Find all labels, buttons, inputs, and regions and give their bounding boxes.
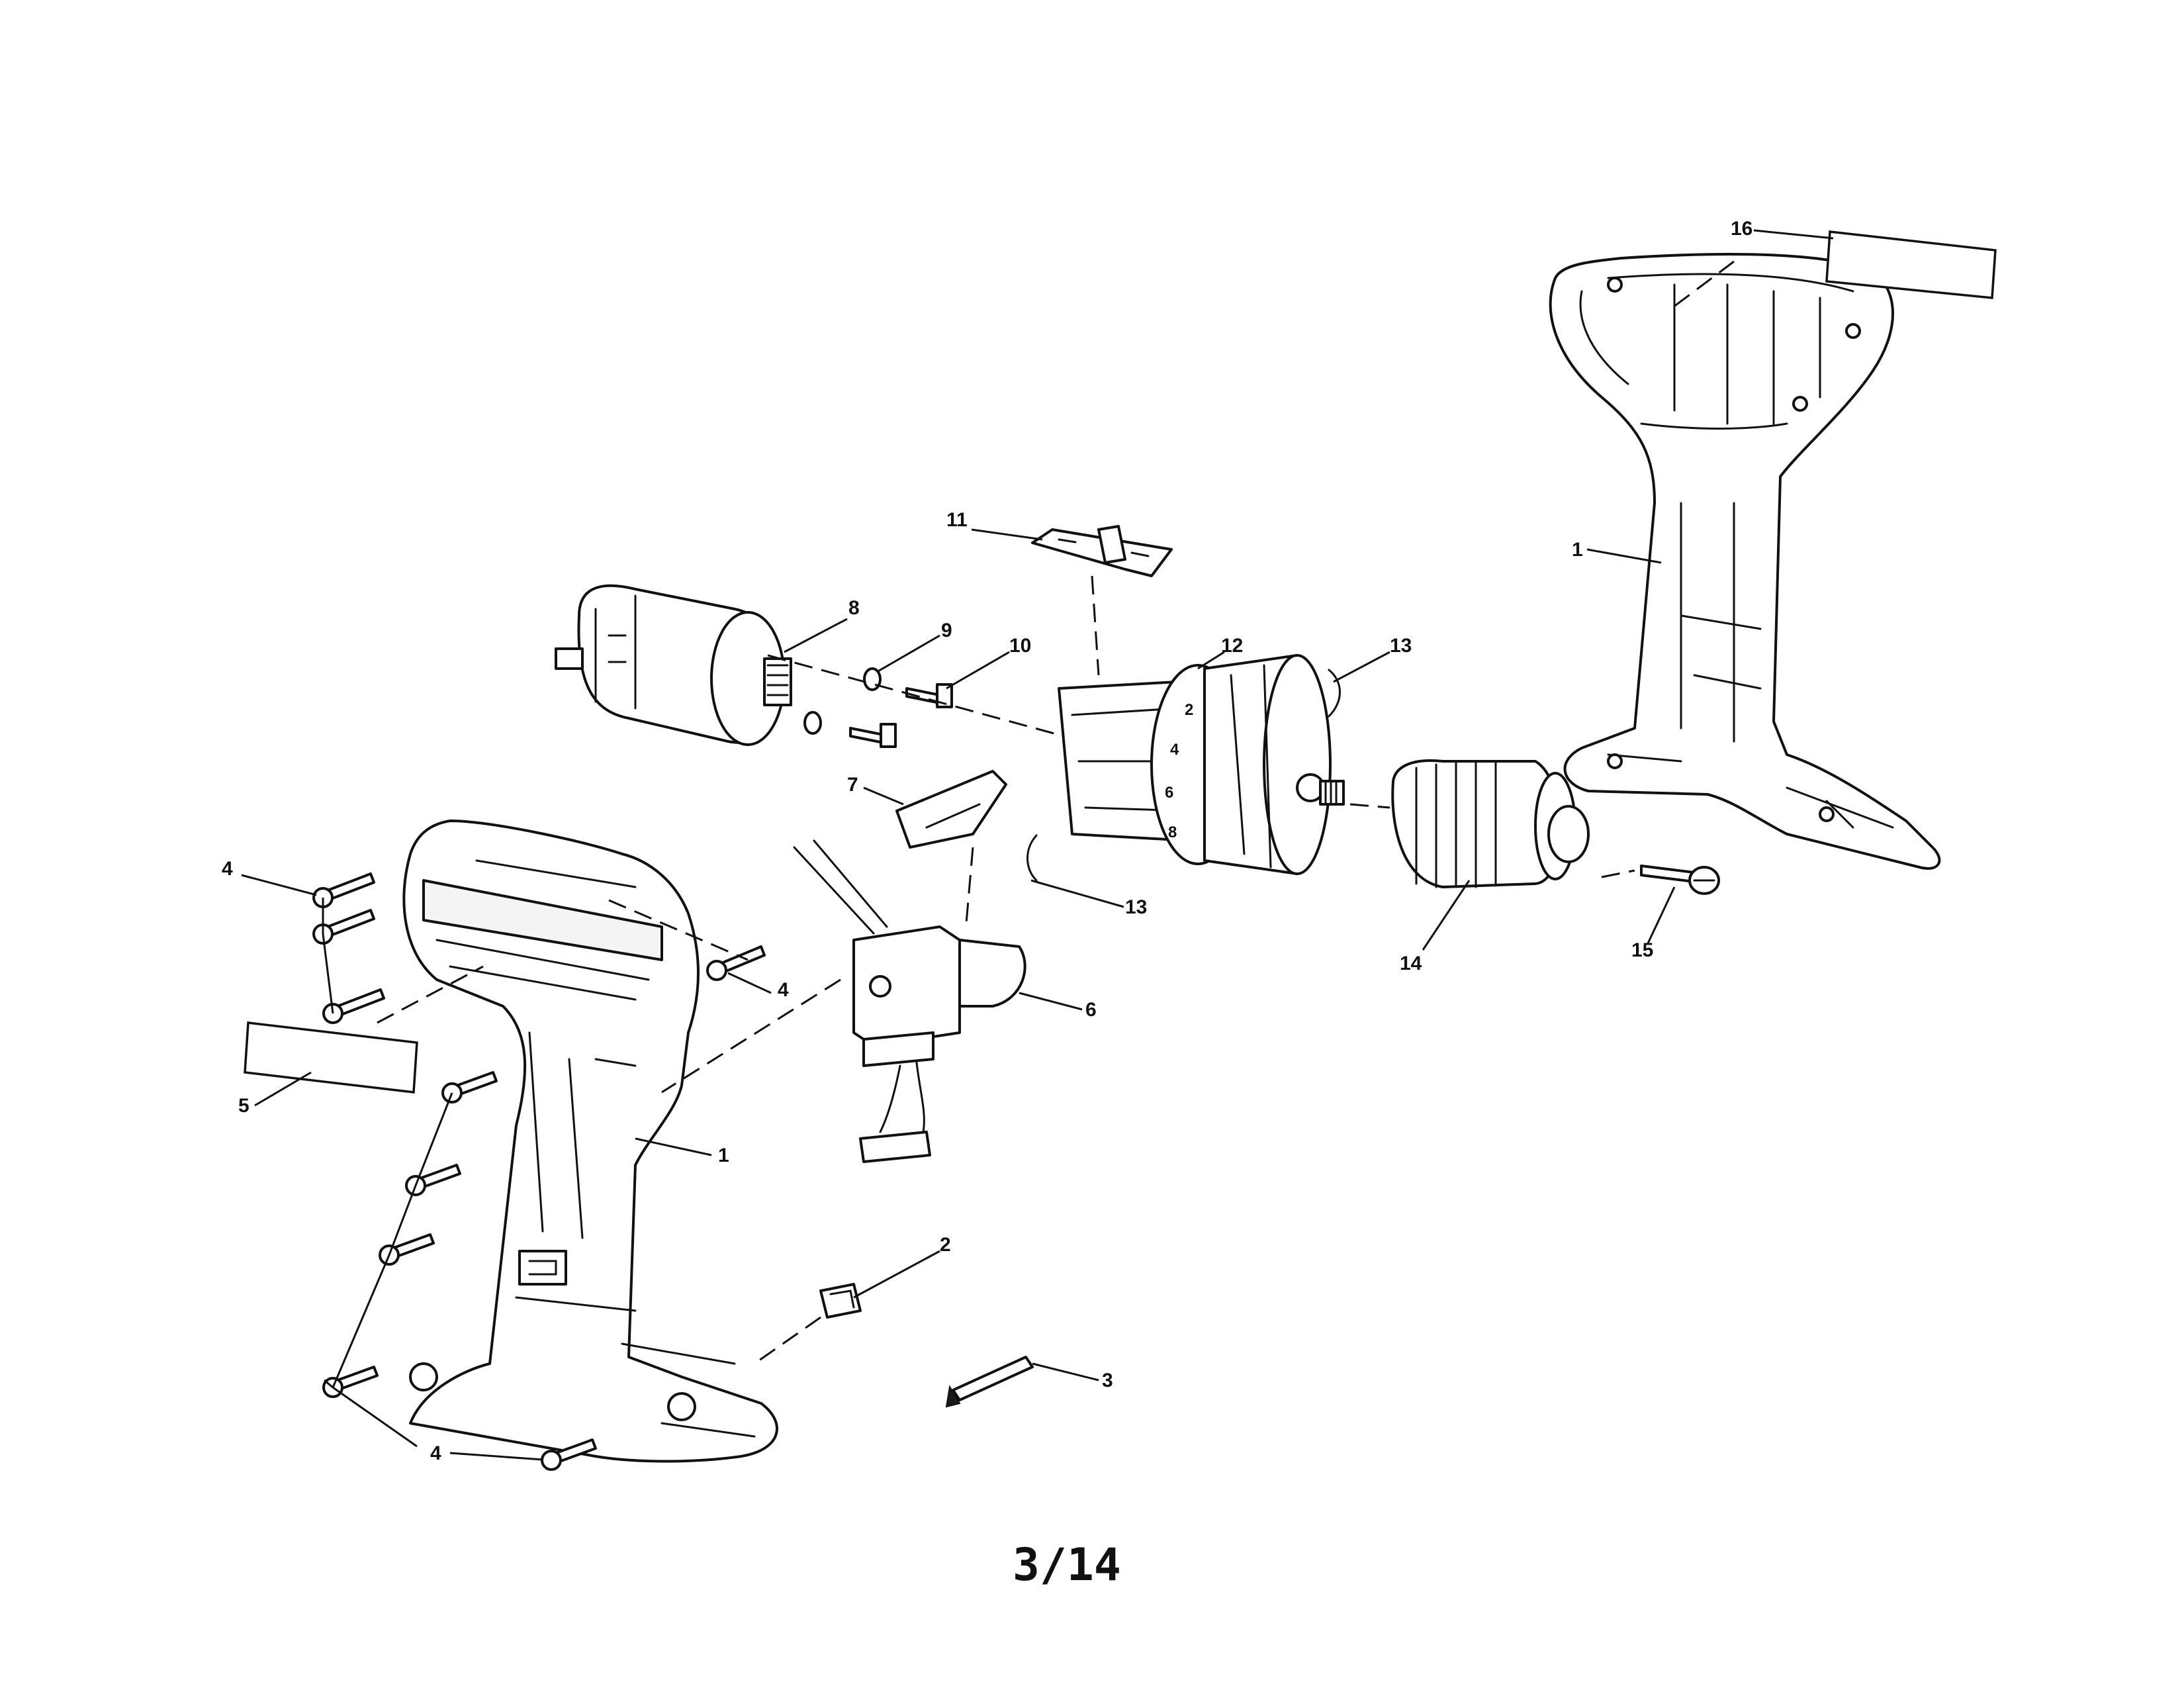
clutch-dial-numbers: 2 4 6 8 [1165, 701, 1193, 841]
callout-16: 16 [1731, 218, 1752, 240]
screw-4i [541, 1438, 597, 1471]
screwdriver-bit-3 [945, 1356, 1034, 1408]
screw-4d [706, 945, 766, 981]
callout-3: 3 [1102, 1370, 1113, 1391]
callout-9: 9 [941, 620, 952, 641]
chuck-screw-15 [1640, 865, 1720, 895]
screw-4h [322, 1366, 379, 1398]
callout-7: 7 [847, 774, 858, 796]
assembly-lines [377, 260, 1735, 1365]
callout-10: 10 [1009, 635, 1031, 657]
screw-4g [379, 1233, 435, 1266]
callout-labels: 1 1 2 3 4 4 4 5 6 7 8 9 10 11 12 13 13 1… [222, 218, 1752, 1464]
callout-11: 11 [946, 509, 968, 531]
clutch-number-4: 4 [1170, 741, 1179, 759]
callout-4-upper: 4 [222, 858, 233, 880]
callout-6: 6 [1085, 999, 1097, 1021]
leader-lines [241, 229, 1834, 1461]
clutch-number-8: 8 [1168, 823, 1177, 841]
direction-lever-7 [895, 770, 1007, 849]
label-plate-16 [1825, 230, 1997, 299]
switch-6 [793, 839, 1026, 1163]
gearbox-12 [1058, 654, 1345, 875]
callout-2: 2 [940, 1234, 951, 1256]
right-housing-half [1549, 253, 1941, 870]
callout-1-left: 1 [718, 1145, 729, 1166]
chuck-14 [1391, 759, 1590, 888]
callout-15: 15 [1631, 939, 1653, 961]
clutch-number-6: 6 [1165, 784, 1173, 802]
callout-4-lower: 4 [430, 1442, 441, 1464]
callout-8: 8 [848, 597, 860, 619]
callout-5: 5 [238, 1095, 250, 1117]
clutch-number-2: 2 [1185, 701, 1193, 719]
motor-8 [555, 584, 792, 746]
washers-and-screws-9-10 [803, 667, 953, 748]
shift-knob-11 [1031, 525, 1173, 577]
housing-screws-4 [312, 872, 766, 1471]
springs-13 [1026, 669, 1341, 882]
callout-13-lower: 13 [1125, 896, 1147, 918]
left-housing-half [402, 820, 778, 1463]
page-number: 3/14 [1013, 1539, 1121, 1591]
callout-14: 14 [1400, 953, 1422, 974]
callout-4-rear: 4 [778, 979, 789, 1001]
label-plate-5 [244, 1021, 418, 1094]
callout-12: 12 [1221, 635, 1243, 657]
callout-1-right: 1 [1572, 539, 1583, 561]
clip-2 [819, 1283, 862, 1319]
callout-13-upper: 13 [1390, 635, 1412, 657]
